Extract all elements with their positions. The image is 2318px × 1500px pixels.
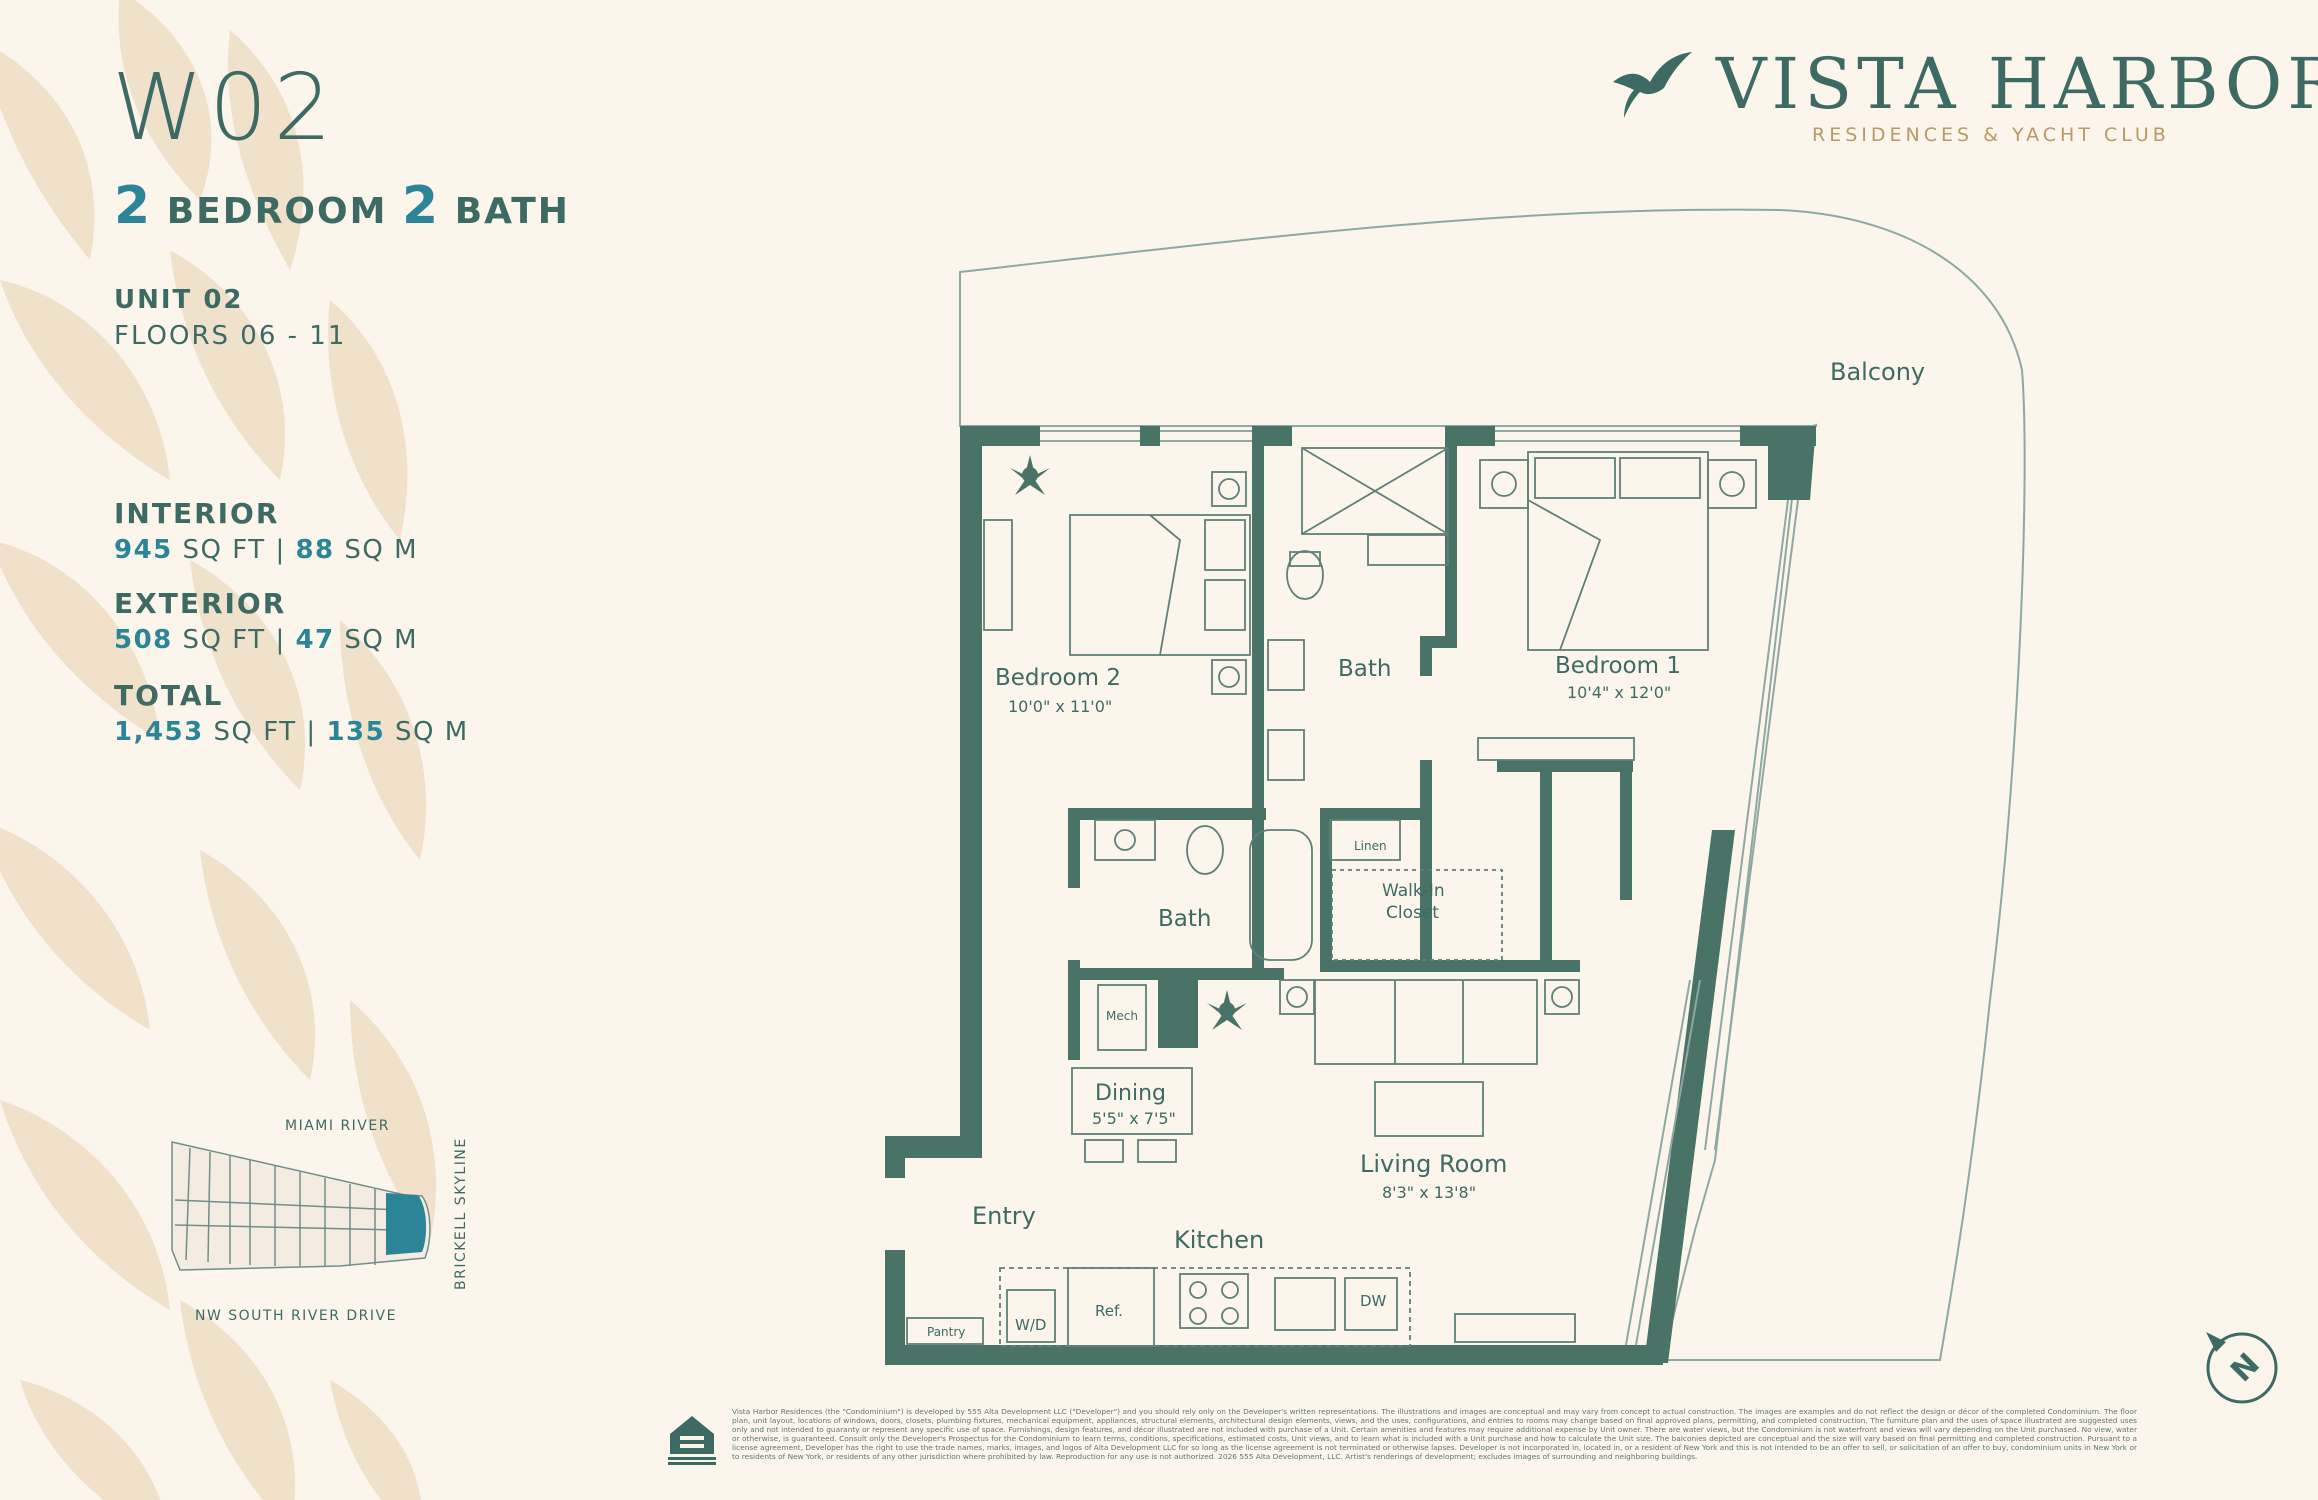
- bath-label: BATH: [454, 191, 570, 232]
- exterior-label: EXTERIOR: [114, 587, 287, 620]
- dining-label: Dining: [1095, 1081, 1166, 1106]
- unit-number: UNIT 02: [114, 285, 244, 315]
- total-label: TOTAL: [114, 679, 224, 712]
- bird-icon: [1613, 52, 1692, 118]
- washer-dryer-label: W/D: [1015, 1316, 1046, 1334]
- total-sqm-unit: SQ M: [394, 717, 469, 747]
- bath-count: 2: [401, 176, 441, 236]
- refrigerator-label: Ref.: [1095, 1302, 1123, 1320]
- interior-label: INTERIOR: [114, 497, 280, 530]
- separator: |: [275, 535, 286, 565]
- bath2-label: Bath: [1158, 906, 1211, 932]
- north-compass-icon: N: [2206, 1332, 2278, 1404]
- equal-housing-icon: [668, 1416, 716, 1465]
- exterior-sqm-value: 47: [295, 625, 335, 655]
- legal-disclaimer: Vista Harbor Residences (the "Condominiu…: [732, 1407, 2137, 1461]
- dining-size: 5'5" x 7'5": [1092, 1109, 1176, 1128]
- living-room-size: 8'3" x 13'8": [1382, 1183, 1476, 1202]
- separator: |: [306, 717, 317, 747]
- unit-code-title: W02: [112, 54, 339, 161]
- keymap-right-label: BRICKELL SKYLINE: [453, 1137, 469, 1290]
- unit-highlight: [386, 1193, 427, 1255]
- exterior-sqft-unit: SQ FT: [182, 625, 266, 655]
- total-sqm-value: 135: [326, 717, 386, 747]
- interior-sqft-unit: SQ FT: [182, 535, 266, 565]
- keymap-bottom-label: NW SOUTH RIVER DRIVE: [195, 1308, 397, 1324]
- total-sqft-value: 1,453: [114, 717, 204, 747]
- interior-area: INTERIOR 945 SQ FT | 88 SQ M: [114, 496, 418, 568]
- walkin-label-line2: Closet: [1386, 903, 1439, 923]
- living-room-label: Living Room: [1360, 1150, 1507, 1178]
- balcony-label: Balcony: [1830, 358, 1925, 386]
- total-sqft-unit: SQ FT: [213, 717, 297, 747]
- bedroom2-label: Bedroom 2: [995, 665, 1121, 691]
- bedroom1-label: Bedroom 1: [1555, 653, 1681, 679]
- interior-sqft-value: 945: [114, 535, 173, 565]
- walkin-label-line1: Walk-In: [1382, 881, 1445, 901]
- logo-name: VISTA HARBOR: [1716, 43, 2318, 125]
- entry-label: Entry: [972, 1202, 1036, 1230]
- bedroom-count: 2: [114, 176, 153, 236]
- keymap-top-label: MIAMI RIVER: [285, 1118, 390, 1134]
- plant-icon: [1010, 455, 1247, 1030]
- unit-floors: FLOORS 06 - 11: [114, 321, 347, 351]
- bedroom-label: BEDROOM: [166, 191, 388, 232]
- bedroom1-size: 10'4" x 12'0": [1567, 683, 1671, 702]
- leaf-pattern-decoration: [0, 0, 437, 1500]
- kitchen-label: Kitchen: [1174, 1226, 1264, 1254]
- bed-bath-summary: 2 BEDROOM 2 BATH: [114, 176, 570, 236]
- exterior-sqft-value: 508: [114, 625, 173, 655]
- dishwasher-label: DW: [1360, 1292, 1387, 1310]
- building-key-map: MIAMI RIVER NW SOUTH RIVER DRIVE BRICKEL…: [171, 1118, 469, 1324]
- balcony-outline: [959, 208, 2026, 1361]
- master-bath-label: Bath: [1338, 656, 1391, 682]
- total-area: TOTAL 1,453 SQ FT | 135 SQ M: [114, 678, 469, 750]
- pantry-label: Pantry: [927, 1325, 965, 1339]
- linen-label: Linen: [1354, 839, 1387, 853]
- logo-subtitle: RESIDENCES & YACHT CLUB: [1812, 124, 2170, 146]
- bedroom2-size: 10'0" x 11'0": [1008, 697, 1112, 716]
- exterior-area: EXTERIOR 508 SQ FT | 47 SQ M: [114, 586, 418, 658]
- separator: |: [275, 625, 286, 655]
- vista-harbor-logo: VISTA HARBOR RESIDENCES & YACHT CLUB: [1608, 44, 2318, 154]
- interior-sqm-value: 88: [295, 535, 335, 565]
- interior-sqm-unit: SQ M: [344, 535, 419, 565]
- exterior-sqm-unit: SQ M: [344, 625, 419, 655]
- mech-label: Mech: [1106, 1009, 1138, 1023]
- unit-info: UNIT 02 FLOORS 06 - 11: [114, 282, 346, 354]
